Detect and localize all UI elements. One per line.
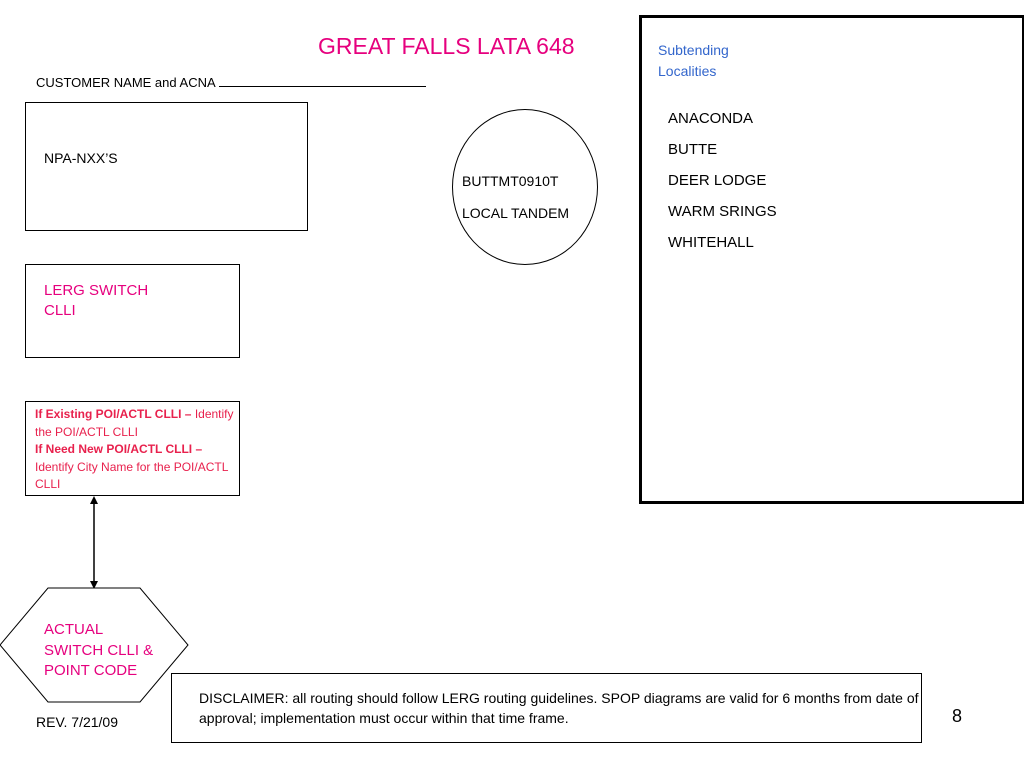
poi-existing-text: Identify the POI/ACTL CLLI bbox=[35, 407, 234, 439]
lerg-switch-clli-box: LERG SWITCH CLLI bbox=[25, 264, 240, 358]
locality-item: DEER LODGE bbox=[668, 172, 767, 189]
poi-instructions: If Existing POI/ACTL CLLI – Identify the… bbox=[35, 406, 235, 494]
local-tandem-circle bbox=[452, 109, 598, 265]
locality-item: WARM SRINGS bbox=[668, 203, 777, 220]
npa-nxx-box: NPA-NXX’S bbox=[25, 102, 308, 231]
lerg-label-line2: CLLI bbox=[44, 302, 76, 319]
disclaimer-text: DISCLAIMER: all routing should follow LE… bbox=[199, 690, 919, 726]
tandem-type: LOCAL TANDEM bbox=[462, 205, 570, 221]
customer-name-label: CUSTOMER NAME and ACNA bbox=[36, 75, 216, 90]
page-number: 8 bbox=[952, 706, 963, 726]
poi-actl-clli-box: If Existing POI/ACTL CLLI – Identify the… bbox=[25, 401, 240, 496]
actual-switch-label: ACTUAL SWITCH CLLI & POINT CODE bbox=[44, 620, 184, 682]
subtending-localities-box bbox=[639, 15, 1024, 504]
poi-existing-heading: If Existing POI/ACTL CLLI – bbox=[35, 407, 192, 421]
lerg-switch-clli-label: LERG SWITCH CLLI bbox=[44, 281, 194, 321]
subtending-title-line2: Localities bbox=[658, 63, 717, 79]
subtending-localities-title: Subtending Localities bbox=[658, 40, 729, 82]
actual-switch-line2: SWITCH CLLI & bbox=[44, 641, 154, 659]
poi-new-text: Identify City Name for the POI/ACTL CLLI bbox=[35, 459, 228, 492]
actual-switch-line1: ACTUAL bbox=[44, 621, 104, 638]
tandem-clli: BUTTMT0910T bbox=[462, 173, 559, 189]
lerg-label-line1: LERG SWITCH bbox=[44, 282, 149, 299]
locality-item: BUTTE bbox=[668, 141, 718, 158]
customer-name-blank-line bbox=[218, 74, 426, 87]
poi-new-heading: If Need New POI/ACTL CLLI – bbox=[35, 442, 203, 456]
actual-switch-hexagon bbox=[0, 587, 189, 703]
npa-nxx-label: NPA-NXX’S bbox=[44, 150, 118, 166]
locality-item: ANACONDA bbox=[668, 110, 754, 127]
localities-list: ANACONDA BUTTE DEER LODGE WARM SRINGS WH… bbox=[668, 108, 777, 263]
page-title: GREAT FALLS LATA 648 bbox=[318, 33, 575, 59]
customer-name-acna-field: CUSTOMER NAME and ACNA bbox=[36, 74, 426, 90]
disclaimer-box: DISCLAIMER: all routing should follow LE… bbox=[171, 673, 922, 743]
subtending-title-line1: Subtending bbox=[658, 42, 729, 58]
actual-switch-line3: POINT CODE bbox=[44, 662, 138, 679]
revision-date: REV. 7/21/09 bbox=[36, 714, 118, 730]
locality-item: WHITEHALL bbox=[668, 234, 754, 251]
